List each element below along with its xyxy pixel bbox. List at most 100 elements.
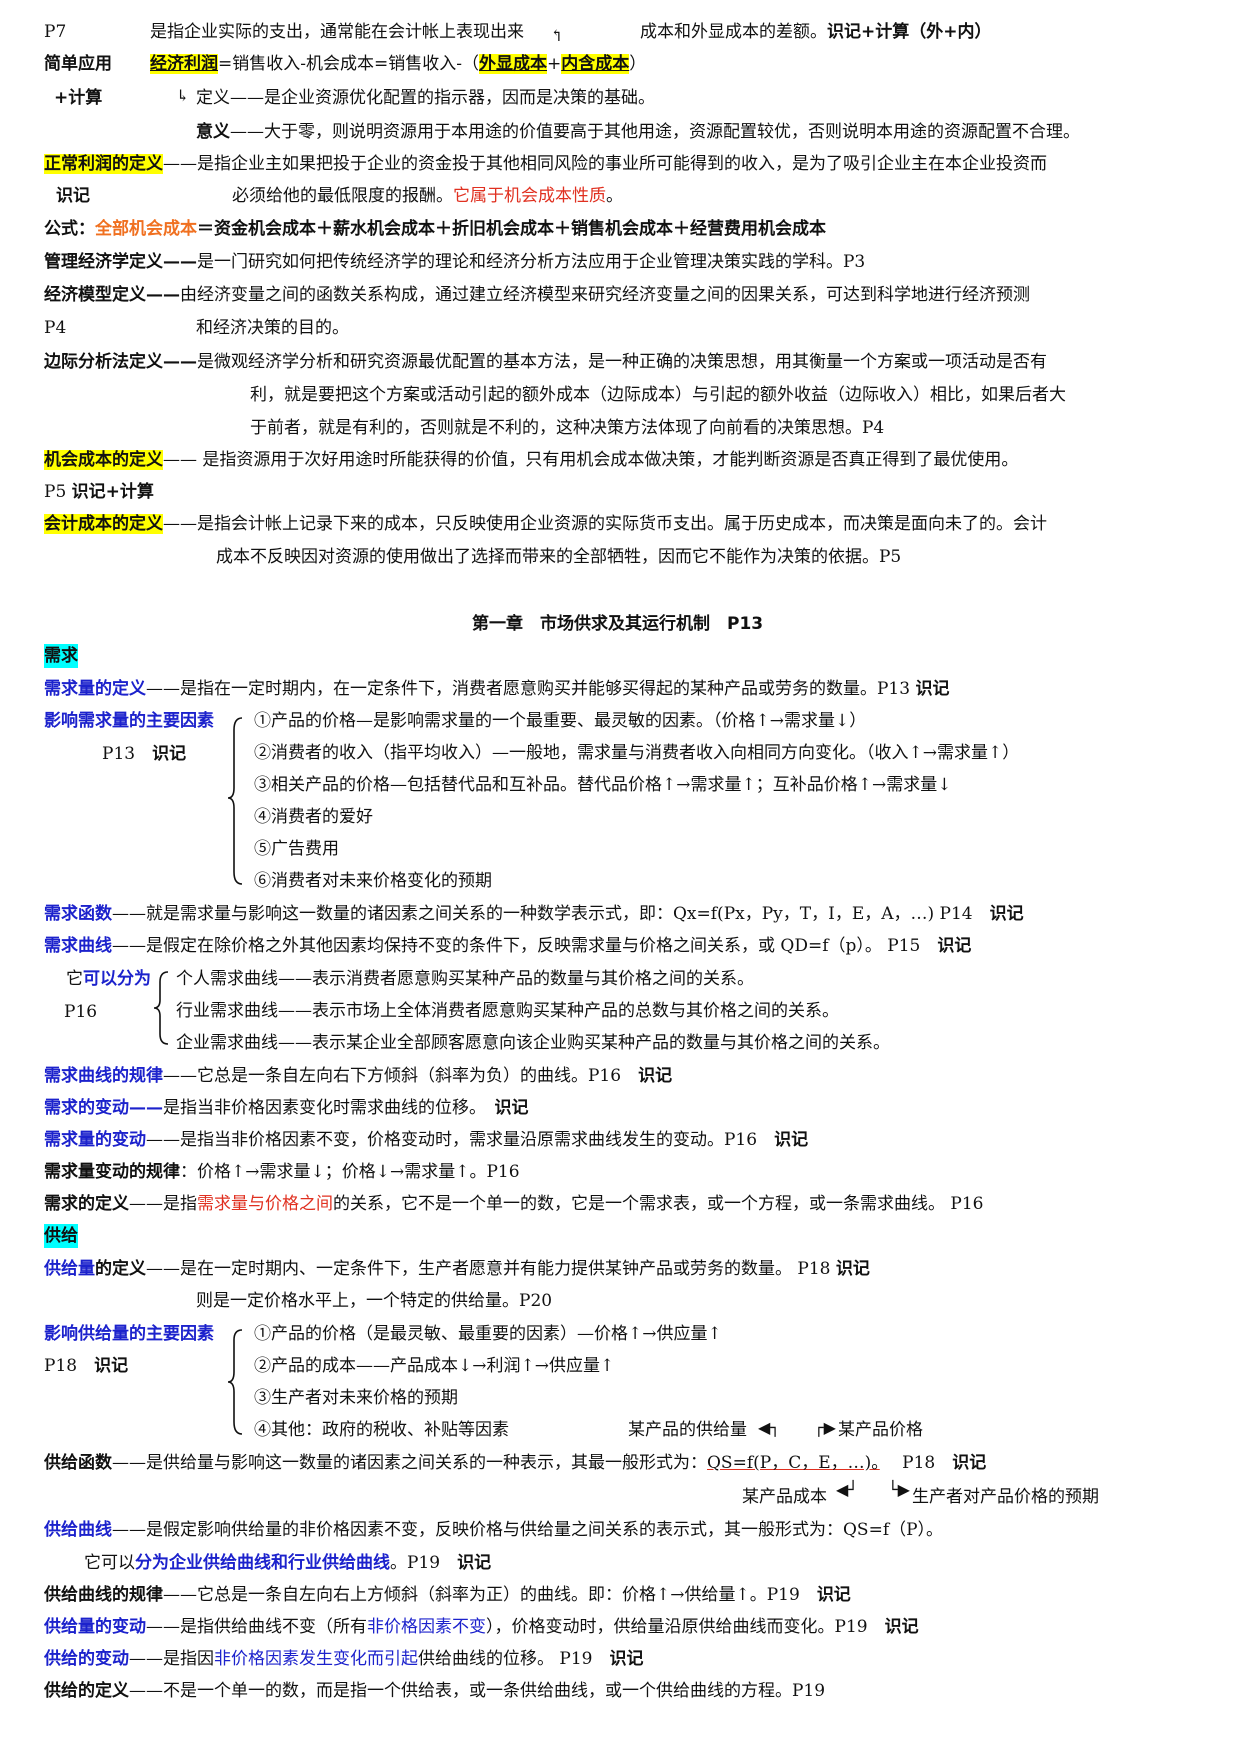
supply-heading: 供给 bbox=[44, 1224, 78, 1248]
arrow-right-icon: ┌▶ bbox=[814, 1418, 836, 1437]
recall-tag: 识记 bbox=[989, 904, 1024, 924]
demand-change-line: 需求的变动——是指当非价格因素变化时需求曲线的位移。 识记 bbox=[44, 1096, 529, 1120]
p7-right-bold: 识记+计算（外+内） bbox=[827, 22, 992, 42]
qs-label-blue: 供给量 bbox=[44, 1259, 95, 1279]
demand-curve-line: 需求曲线——是假定在除价格之外其他因素均保持不变的条件下，反映需求量与价格之间关… bbox=[44, 934, 971, 958]
em-text: 由经济变量之间的函数关系构成，通过建立经济模型来研究经济变量之间的因果关系，可达… bbox=[180, 285, 1030, 305]
recall-tag: 识记 bbox=[94, 1356, 129, 1376]
chapter-title: 第一章 市场供求及其运行机制 P13 bbox=[472, 614, 764, 634]
recall-tag: 识记 bbox=[884, 1617, 919, 1637]
supply-divide-pre: 它可以 bbox=[84, 1553, 135, 1573]
demand-def-pre: ——是指 bbox=[129, 1194, 197, 1214]
plus-sign: + bbox=[546, 54, 562, 74]
demand-qlaw-label: 需求量变动的规律 bbox=[44, 1162, 180, 1182]
demand-factors-title: 影响需求量的主要因素 bbox=[44, 711, 214, 731]
supply-def-line: 供给的定义——不是一个单一的数，而是指一个供给表，或一条供给曲线，或一个供给曲线… bbox=[44, 1679, 825, 1703]
em-line: 经济模型定义——由经济变量之间的函数关系构成，通过建立经济模型来研究经济变量之间… bbox=[44, 283, 1030, 307]
ref-p5: P5 bbox=[44, 482, 67, 502]
demand-qchange-label: 需求量的变动 bbox=[44, 1130, 146, 1150]
brace-icon bbox=[153, 971, 169, 1045]
demand-factors-ref: P13 识记 bbox=[102, 742, 186, 766]
curve-type-2: 行业需求曲线——表示市场上全体消费者愿意购买某种产品的总数与其价格之间的关系。 bbox=[176, 1001, 839, 1021]
p7-text: 是指企业实际的支出，通常能在会计帐上表现出来 bbox=[150, 22, 524, 42]
supply-qchange-line: 供给量的变动——是指供给曲线不变（所有非价格因素不变），价格变动时，供给量沿原供… bbox=[44, 1615, 919, 1639]
ref-p4: P4 bbox=[44, 318, 67, 338]
ac-line: 会计成本的定义——是指会计帐上记录下来的成本，只反映使用企业资源的实际货币支出。… bbox=[44, 512, 1047, 536]
oc-def: 机会成本的定义 bbox=[44, 450, 163, 470]
calc-label: +计算 bbox=[54, 88, 103, 108]
supply-change-label: 供给的变动 bbox=[44, 1649, 129, 1669]
supply-curve-line: 供给曲线——是假定影响供给量的非价格因素不变，反映价格与供给量之间关系的表示式，… bbox=[44, 1518, 943, 1542]
recall-tag: 识记 bbox=[937, 936, 972, 956]
arrow-up-icon: ◀┘ bbox=[836, 1480, 858, 1499]
normal-profit-term: 正常利润的定义 bbox=[44, 154, 163, 174]
supply-qchange-blue: 非价格因素不变 bbox=[367, 1617, 486, 1637]
p5-bold: 识记+计算 bbox=[71, 482, 154, 502]
supply-def-text: ——不是一个单一的数，而是指一个供给表，或一条供给曲线，或一个供给曲线的方程。P… bbox=[129, 1681, 826, 1701]
supply-qchange-label: 供给量的变动 bbox=[44, 1617, 146, 1637]
formula-line: 公式：全部机会成本＝资金机会成本＋薪水机会成本＋折旧机会成本＋销售机会成本＋经营… bbox=[44, 217, 826, 241]
supply-func-line: 供给函数——是供给量与影响这一数量的诸因素之间关系的一种表示，其最一般形式为：Q… bbox=[44, 1453, 987, 1473]
formula-rest: ＝资金机会成本＋薪水机会成本＋折旧机会成本＋销售机会成本＋经营费用机会成本 bbox=[197, 219, 826, 239]
demand-factor-1: ①产品的价格—是影响需求量的一个最重要、最灵敏的因素。（价格↑→需求量↓） bbox=[254, 711, 867, 731]
can-divide-label: 可以分为 bbox=[83, 969, 151, 989]
supply-law-text: ——它总是一条自左向右上方倾斜（斜率为正）的曲线。即：价格↑→供给量↑。P19 bbox=[163, 1585, 800, 1605]
demand-factor-6: ⑥消费者对未来价格变化的预期 bbox=[254, 871, 492, 891]
supply-curve-label: 供给曲线 bbox=[44, 1520, 112, 1540]
p7-right: 成本和外显成本的差额。识记+计算（外+内） bbox=[640, 20, 992, 44]
recall-tag: 识记 bbox=[494, 1098, 529, 1118]
supply-divide-post: 。P19 bbox=[390, 1553, 441, 1573]
qs-text2: 则是一定价格水平上，一个特定的供给量。P20 bbox=[196, 1291, 553, 1311]
me-line: 管理经济学定义——是一门研究如何把传统经济学的理论和经济分析方法应用于企业管理决… bbox=[44, 250, 865, 274]
recall-label: 识记 bbox=[56, 186, 90, 206]
formula-label: 公式： bbox=[44, 219, 95, 239]
def-line: 定义——是企业资源优化配置的指示器，因而是决策的基础。 bbox=[196, 88, 655, 108]
ref-p18: P18 bbox=[44, 1356, 78, 1376]
supply-func-text: ——是供给量与影响这一数量的诸因素之间关系的一种表示，其最一般形式为： bbox=[112, 1453, 707, 1473]
supply-func-formula: QS=f(P，C，E，…)。 bbox=[707, 1453, 880, 1473]
oc-text: —— 是指资源用于次好用途时所能获得的价值，只有用机会成本做决策，才能判断资源是… bbox=[163, 450, 1019, 470]
supply-law-label: 供给曲线的规律 bbox=[44, 1585, 163, 1605]
qd-def: 需求量的定义 bbox=[44, 679, 146, 699]
demand-qchange-text: ——是指当非价格因素不变，价格变动时，需求量沿原需求曲线发生的变动。P16 bbox=[146, 1130, 758, 1150]
qs-text: ——是在一定时期内、一定条件下，生产者愿意并有能力提供某钟产品或劳务的数量。 P… bbox=[146, 1259, 831, 1279]
demand-factor-3: ③相关产品的价格—包括替代品和互补品。替代品价格↑→需求量↑；互补品价格↑→需求… bbox=[254, 775, 952, 795]
qs-label-black: 的定义 bbox=[95, 1259, 146, 1279]
p5-line: P5 识记+计算 bbox=[44, 480, 154, 504]
demand-qlaw-line: 需求量变动的规律：价格↑→需求量↓；价格↓→需求量↑。P16 bbox=[44, 1160, 520, 1184]
normal-profit-red: 它属于机会成本性质 bbox=[453, 186, 606, 206]
demand-func-text: ——就是需求量与影响这一数量的诸因素之间关系的一种数学表示式，即：Qx=f(Px… bbox=[112, 904, 973, 924]
arrow-right-icon: ↳ bbox=[176, 86, 190, 105]
demand-law-label: 需求曲线的规律 bbox=[44, 1066, 163, 1086]
em-text2: 和经济决策的目的。 bbox=[196, 318, 349, 338]
arrow-left-icon: ◀┐ bbox=[758, 1418, 780, 1437]
ann-supply: 某产品的供给量 bbox=[628, 1420, 747, 1440]
ref-p16: P16 bbox=[64, 1002, 98, 1022]
demand-def-red: 需求量与价格之间 bbox=[197, 1194, 333, 1214]
supply-factors-ref: P18 识记 bbox=[44, 1354, 128, 1378]
demand-factor-4: ④消费者的爱好 bbox=[254, 807, 373, 827]
econ-eq: =销售收入-机会成本=销售收入-（ bbox=[218, 54, 479, 74]
supply-divide-blue: 分为企业供给曲线和行业供给曲线 bbox=[135, 1553, 390, 1573]
supply-func-label: 供给函数 bbox=[44, 1453, 112, 1473]
ann-cost: 某产品成本 bbox=[742, 1487, 827, 1507]
demand-law-text: ——它总是一条自左向右下方倾斜（斜率为负）的曲线。P16 bbox=[163, 1066, 622, 1086]
demand-change-text: 是指当非价格因素变化时需求曲线的位移。 bbox=[163, 1098, 478, 1118]
explicit-cost-term: 外显成本 bbox=[478, 54, 547, 74]
arrow-icon: ↰ bbox=[550, 26, 564, 45]
meaning-text: ——大于零，则说明资源用于本用途的价值要高于其他用途，资源配置较优，否则说明本用… bbox=[230, 122, 1080, 142]
recall-tag: 识记 bbox=[609, 1649, 644, 1669]
econ-profit-term: 经济利润 bbox=[150, 54, 218, 74]
page-ref: P7 bbox=[44, 20, 66, 44]
supply-def-label: 供给的定义 bbox=[44, 1681, 129, 1701]
supply-factor-1: ①产品的价格（是最灵敏、最重要的因素）—价格↑→供应量↑ bbox=[254, 1324, 722, 1344]
ac-text: ——是指会计帐上记录下来的成本，只反映使用企业资源的实际货币支出。属于历史成本，… bbox=[163, 514, 1047, 534]
em-def: 经济模型定义—— bbox=[44, 285, 180, 305]
recall-tag: 识记 bbox=[457, 1553, 492, 1573]
can-divide-pre: 它 bbox=[66, 969, 83, 989]
arrow-right-icon: └▶ bbox=[888, 1480, 910, 1499]
supply-qchange-post: ），价格变动时，供给量沿原供给曲线而变化。P19 bbox=[486, 1617, 868, 1637]
close-paren: ） bbox=[629, 54, 647, 74]
demand-factor-5: ⑤广告费用 bbox=[254, 839, 339, 859]
curve-type-1: 个人需求曲线——表示消费者愿意购买某种产品的数量与其价格之间的关系。 bbox=[176, 969, 754, 989]
